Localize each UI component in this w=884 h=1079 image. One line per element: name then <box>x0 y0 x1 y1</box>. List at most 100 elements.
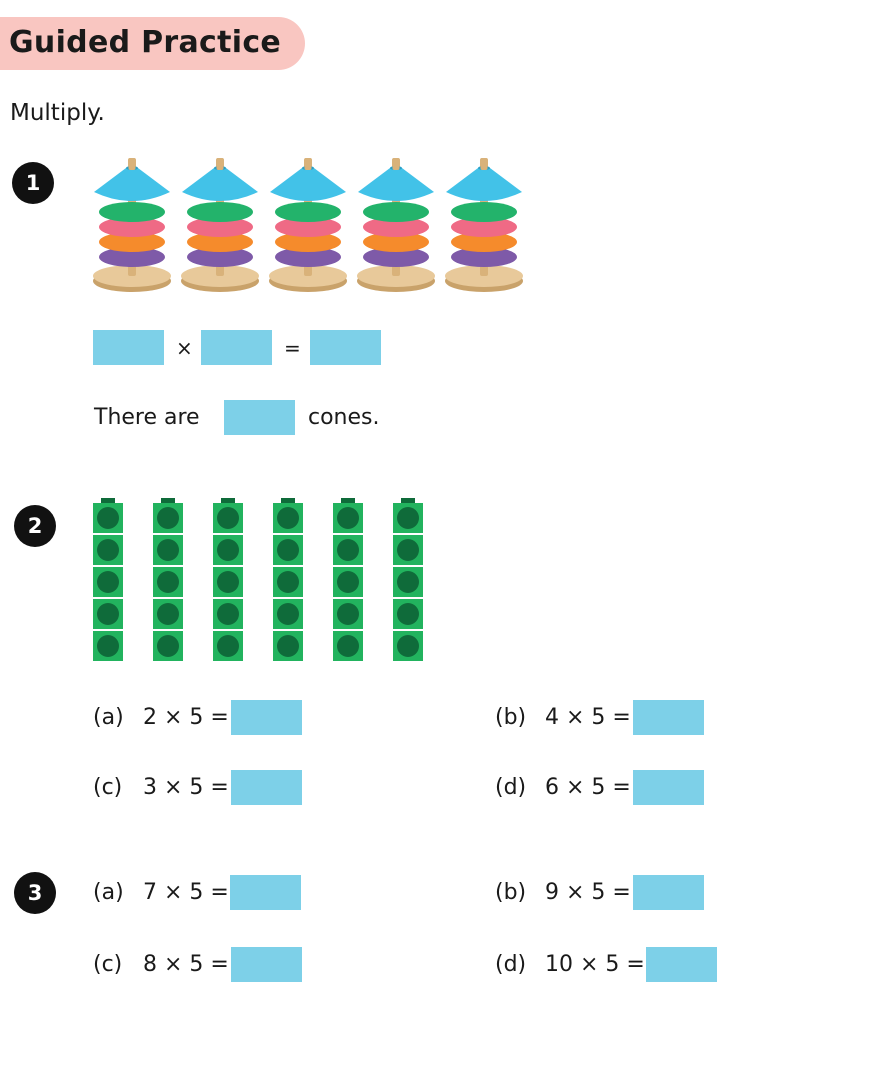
cube-dot <box>397 571 419 593</box>
stack-cone <box>358 168 434 201</box>
cube-dot <box>157 507 179 529</box>
ring-stack <box>357 158 435 292</box>
q1-sentence-before: There are <box>94 405 200 430</box>
q1-factor-1-box[interactable] <box>93 330 164 365</box>
stack-peg-tip <box>128 158 136 170</box>
stack-ring <box>451 247 517 267</box>
ring-stack <box>181 158 259 292</box>
stack-cone <box>182 168 258 201</box>
cube-dot <box>337 571 359 593</box>
cube-dot <box>157 539 179 561</box>
stack-ring <box>99 232 165 252</box>
cube-column <box>213 498 243 661</box>
cube-dot <box>157 603 179 625</box>
cube-dot <box>97 539 119 561</box>
q3-item-b-label: (b) <box>495 880 527 905</box>
q2-item-d-label: (d) <box>495 775 527 800</box>
ring-stack <box>93 158 171 292</box>
cube-dot <box>397 539 419 561</box>
cube-dot <box>397 603 419 625</box>
cube-dot <box>217 539 239 561</box>
q2-item-a-answer-box[interactable] <box>231 700 302 735</box>
stack-cone <box>270 168 346 201</box>
cube-knob <box>341 498 355 503</box>
ring-stacks-illustration <box>93 158 523 292</box>
cube-dot <box>277 635 299 657</box>
q3-item-d-label: (d) <box>495 952 527 977</box>
cube-column <box>333 498 363 661</box>
cube-dot <box>97 603 119 625</box>
q2-item-d-answer-box[interactable] <box>633 770 704 805</box>
stack-ring <box>363 247 429 267</box>
q3-item-c-answer-box[interactable] <box>231 947 302 982</box>
q3-item-d-answer-box[interactable] <box>646 947 717 982</box>
header-banner <box>0 17 305 70</box>
stack-peg-tip <box>392 158 400 170</box>
q2-item-d-expr: 6 × 5 = <box>545 775 631 800</box>
stack-ring <box>363 202 429 222</box>
cube-knob <box>281 498 295 503</box>
stack-ring <box>99 202 165 222</box>
stack-ring <box>451 217 517 237</box>
q3-item-b-answer-box[interactable] <box>633 875 704 910</box>
cube-dot <box>97 507 119 529</box>
cube-dot <box>157 635 179 657</box>
stack-ring <box>187 232 253 252</box>
q1-factor-2-box[interactable] <box>201 330 272 365</box>
q1-product-box[interactable] <box>310 330 381 365</box>
cube-dot <box>217 507 239 529</box>
cube-knob <box>221 498 235 503</box>
stack-cone <box>94 168 170 201</box>
cube-dot <box>277 603 299 625</box>
q1-sentence-after: cones. <box>308 405 380 430</box>
cube-dot <box>337 635 359 657</box>
cube-dot <box>397 635 419 657</box>
q3-item-a-label: (a) <box>93 880 124 905</box>
cube-dot <box>277 571 299 593</box>
stack-ring <box>99 217 165 237</box>
q3-item-b-expr: 9 × 5 = <box>545 880 631 905</box>
cube-knob <box>101 498 115 503</box>
stack-peg-tip <box>304 158 312 170</box>
q3-item-c-label: (c) <box>93 952 123 977</box>
stack-ring <box>187 217 253 237</box>
q1-cones-box[interactable] <box>224 400 295 435</box>
question-number-2: 2 <box>14 505 56 547</box>
q2-item-c-answer-box[interactable] <box>231 770 302 805</box>
q2-item-c-label: (c) <box>93 775 123 800</box>
stack-ring <box>275 247 341 267</box>
page-title: Guided Practice <box>9 25 282 60</box>
cube-dot <box>97 571 119 593</box>
ring-stack <box>445 158 523 292</box>
q2-item-a-expr: 2 × 5 = <box>143 705 229 730</box>
stack-ring <box>187 202 253 222</box>
cube-dot <box>337 507 359 529</box>
q3-item-d-expr: 10 × 5 = <box>545 952 645 977</box>
cube-dot <box>217 603 239 625</box>
cube-dot <box>217 571 239 593</box>
cube-dot <box>217 635 239 657</box>
cube-dot <box>337 603 359 625</box>
q2-item-b-answer-box[interactable] <box>633 700 704 735</box>
stack-cone <box>446 168 522 201</box>
q3-item-a-answer-box[interactable] <box>230 875 301 910</box>
q3-item-c-expr: 8 × 5 = <box>143 952 229 977</box>
cube-knob <box>401 498 415 503</box>
question-number-1: 1 <box>12 162 54 204</box>
cube-columns-illustration <box>93 498 423 661</box>
stack-ring <box>275 217 341 237</box>
stack-ring <box>451 202 517 222</box>
q3-item-a-expr: 7 × 5 = <box>143 880 229 905</box>
stack-ring <box>187 247 253 267</box>
stack-ring <box>363 232 429 252</box>
cube-dot <box>97 635 119 657</box>
stack-ring <box>451 232 517 252</box>
times-sign: × <box>176 336 193 360</box>
equals-sign: = <box>284 336 301 360</box>
ring-stack <box>269 158 347 292</box>
cube-column <box>393 498 423 661</box>
question-number-3: 3 <box>14 872 56 914</box>
cube-column <box>93 498 123 661</box>
cube-knob <box>161 498 175 503</box>
cube-column <box>153 498 183 661</box>
